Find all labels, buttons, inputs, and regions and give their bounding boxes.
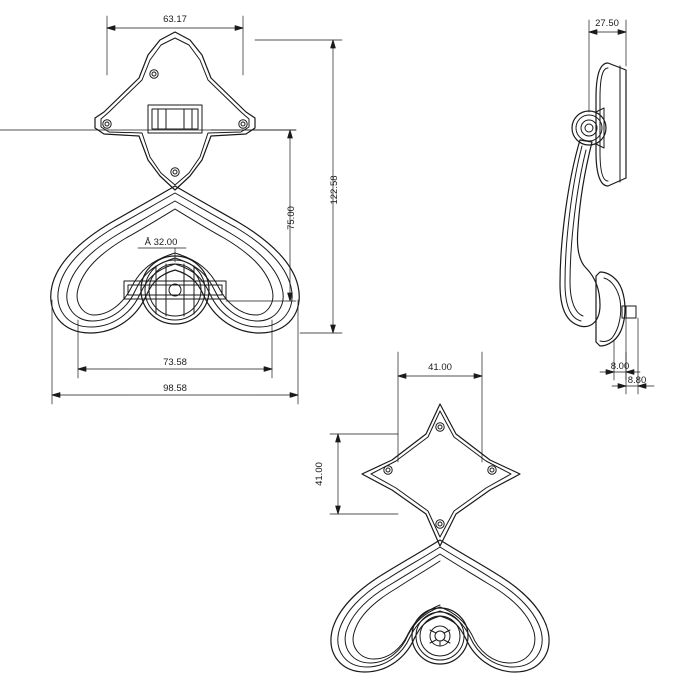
dim-front-ring-diameter: Å 32.00 — [145, 237, 178, 248]
dimension-labels: 63.17 122.58 75.00 Å 32.00 73.58 98.58 2… — [145, 14, 647, 486]
front-view-dimensions — [0, 15, 343, 405]
side-view-geometry — [559, 62, 637, 347]
dim-variant-width: 41.00 — [428, 362, 452, 373]
side-view-dimensions — [588, 19, 655, 395]
dim-front-overall-height: 122.58 — [329, 175, 340, 204]
dim-front-overall-width: 98.58 — [163, 383, 187, 394]
dim-side-foot-depth: 8.80 — [628, 375, 647, 386]
variant-view-dimensions — [329, 351, 483, 515]
dim-variant-height: 41.00 — [314, 462, 325, 486]
dim-side-top-width: 27.50 — [595, 18, 619, 29]
dim-front-top-width: 63.17 — [163, 14, 187, 25]
dim-front-inner-height: 75.00 — [286, 206, 297, 230]
front-view-geometry — [50, 31, 300, 334]
variant-view-geometry — [330, 403, 550, 673]
dim-front-mid-width: 73.58 — [163, 357, 187, 368]
dim-side-lower-depth: 8.00 — [611, 361, 630, 372]
